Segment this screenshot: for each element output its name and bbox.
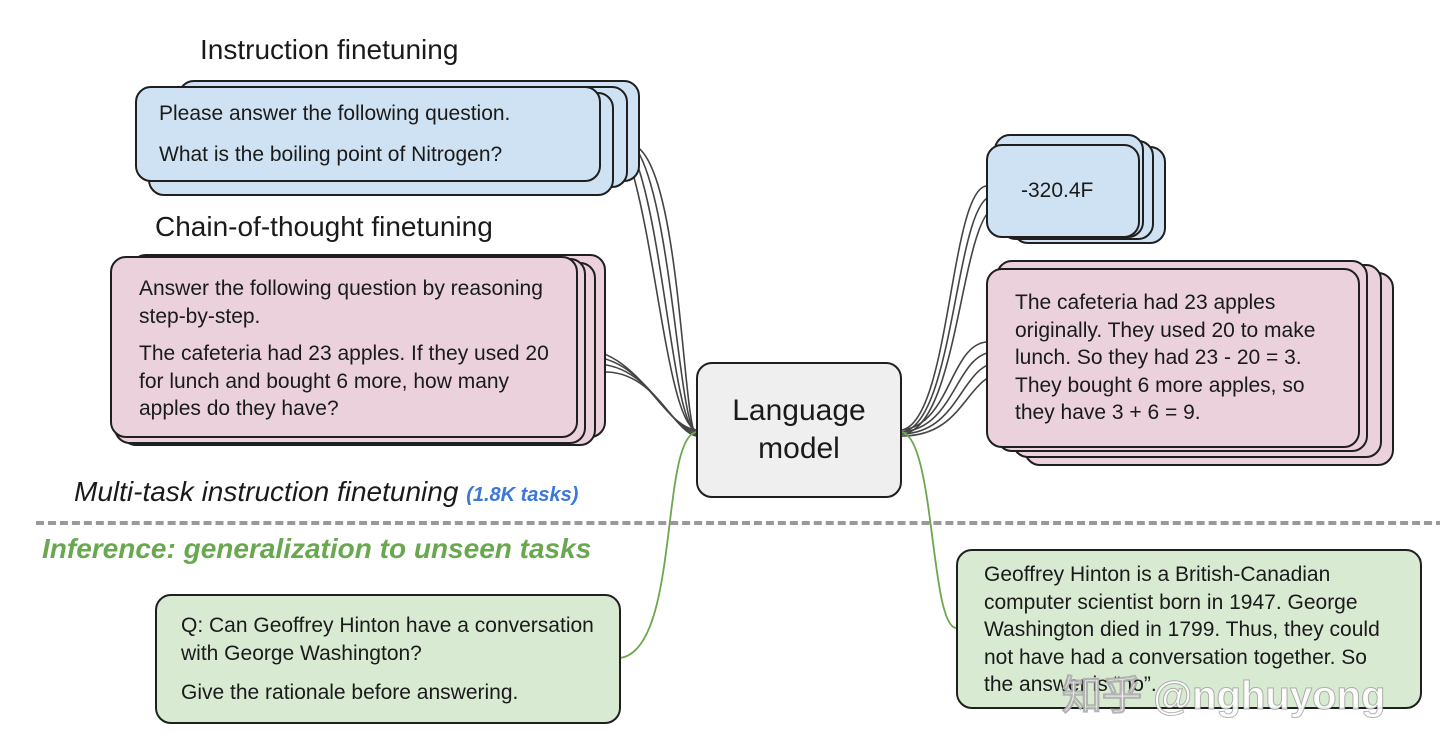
instruction-output-text: -320.4F [1021,179,1094,202]
instruction-output-card [986,144,1140,238]
cot-input-line2: The cafeteria had 23 apples. If they use… [139,342,549,420]
language-model-box: Language model [696,362,902,498]
multi-task-label: Multi-task instruction finetuning (1.8K … [74,476,578,508]
section-divider [36,521,1440,525]
inference-output-text: Geoffrey Hinton is a British-Canadian co… [984,563,1380,696]
watermark: 知乎 @nghuyong [1061,674,1386,719]
instruction-finetuning-heading: Instruction finetuning [200,34,459,65]
inference-links [619,431,957,659]
instruction-input-card [135,86,601,182]
inference-input-line1: Q: Can Geoffrey Hinton have a conversati… [181,614,594,665]
inference-input-card [155,594,621,724]
cot-output-card [986,268,1360,448]
inference-input-line2: Give the rationale before answering. [181,681,519,704]
multi-task-title: Multi-task instruction finetuning [74,476,459,507]
cot-input-card [110,256,578,438]
instruction-input-line1: Please answer the following question. [159,102,511,125]
inference-output-card [956,549,1422,709]
cot-output-text: The cafeteria had 23 apples originally. … [1015,291,1316,424]
multi-task-count: (1.8K tasks) [466,484,579,506]
instruction-input-line2: What is the boiling point of Nitrogen? [159,143,503,166]
cot-input-line1: Answer the following question by reasoni… [139,277,543,328]
cot-finetuning-heading: Chain-of-thought finetuning [155,211,493,242]
language-model-label: Language model [732,394,866,465]
inference-heading: Inference: generalization to unseen task… [42,533,592,564]
